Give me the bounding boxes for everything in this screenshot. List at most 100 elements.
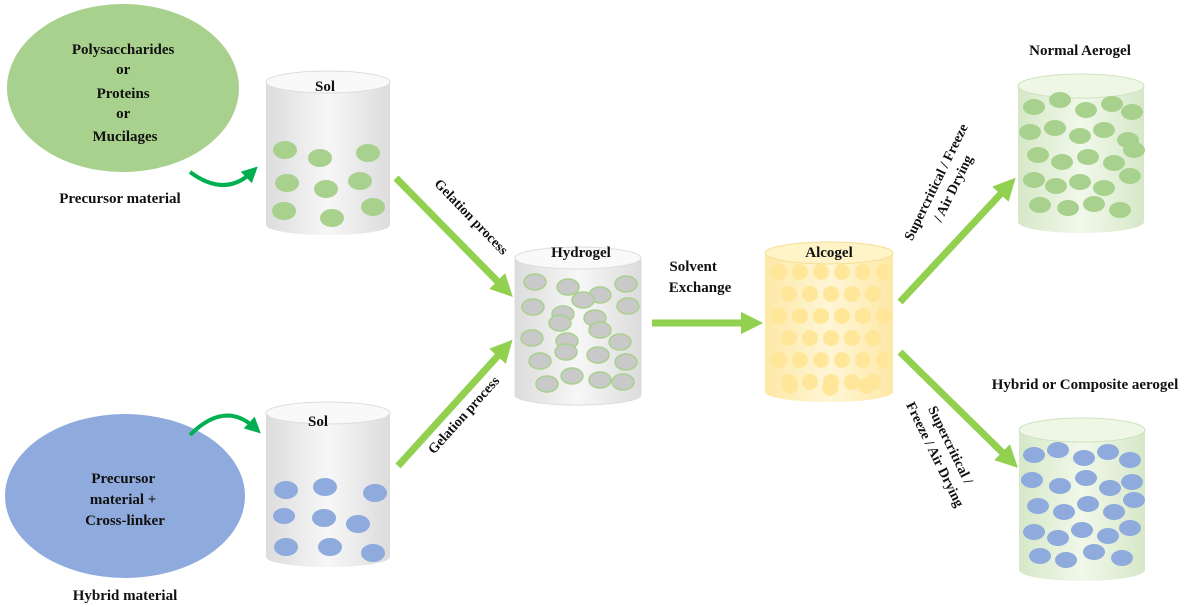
alcogel-particle bbox=[858, 378, 874, 394]
aerogel-particle bbox=[1069, 174, 1091, 190]
sol-particle bbox=[313, 478, 337, 496]
hybrid-aerogel-label: Hybrid or Composite aerogel bbox=[992, 377, 1179, 393]
hydrogel-particle bbox=[554, 343, 578, 361]
sol-particle bbox=[314, 180, 338, 198]
alcogel-particle bbox=[865, 330, 881, 346]
aerogel-particle bbox=[1093, 122, 1115, 138]
gelation-label-bottom: Gelation process bbox=[426, 373, 504, 457]
solvent-exchange-label: Solvent bbox=[669, 259, 717, 275]
alcogel-particle bbox=[823, 286, 839, 302]
sol-particle bbox=[348, 172, 372, 190]
aerogel-particle bbox=[1023, 99, 1045, 115]
sol-particle bbox=[273, 141, 297, 159]
svg-text:Precursor material +: Precursor material + Cross-linker bbox=[85, 471, 165, 529]
hydrogel-particle bbox=[520, 329, 544, 347]
sol-bottom-cylinder: Sol bbox=[265, 401, 391, 567]
gelation-label-top: Gelation process bbox=[431, 177, 511, 259]
alcogel-particle bbox=[876, 264, 892, 280]
sol-particle bbox=[361, 544, 385, 562]
hybrid-caption: Hybrid material bbox=[73, 588, 178, 604]
alcogel-particle bbox=[876, 308, 892, 324]
hybrid-line: material + bbox=[90, 492, 156, 508]
alcogel-particle bbox=[844, 374, 860, 390]
sol-particle bbox=[272, 202, 296, 220]
aerogel-particle bbox=[1103, 155, 1125, 171]
sol-particle bbox=[274, 538, 298, 556]
alcogel-particle bbox=[792, 352, 808, 368]
aerogel-particle bbox=[1097, 444, 1119, 460]
precursor-line: Polysaccharides bbox=[72, 42, 175, 58]
aerogel-particle bbox=[1049, 92, 1071, 108]
aerogel-particle bbox=[1077, 496, 1099, 512]
hydrogel-particle bbox=[523, 273, 547, 291]
aerogel-particle bbox=[1111, 550, 1133, 566]
precursor-line: Mucilages bbox=[93, 129, 158, 145]
gelation-arrow-bottom bbox=[395, 339, 513, 469]
sol-particle bbox=[363, 484, 387, 502]
aerogel-particle bbox=[1119, 520, 1141, 536]
aerogel-particle bbox=[1093, 180, 1115, 196]
aerogel-particle bbox=[1021, 472, 1043, 488]
aerogel-particle bbox=[1029, 197, 1051, 213]
precursor-line: Proteins bbox=[97, 86, 150, 102]
normal-aerogel-label: Normal Aerogel bbox=[1029, 43, 1131, 59]
hydrogel-particle bbox=[548, 314, 572, 332]
aerogel-particle bbox=[1075, 102, 1097, 118]
aerogel-particle bbox=[1119, 168, 1141, 184]
sol-particle bbox=[312, 509, 336, 527]
aerogel-particle bbox=[1119, 452, 1141, 468]
alcogel-particle bbox=[792, 264, 808, 280]
aerogel-particle bbox=[1083, 544, 1105, 560]
aerogel-particle bbox=[1051, 154, 1073, 170]
curved-arrow-icon bbox=[188, 166, 258, 187]
gelation-arrow-top bbox=[393, 175, 513, 297]
hydrogel-cylinder: Hydrogel bbox=[514, 245, 642, 406]
hydrogel-particle bbox=[614, 275, 638, 293]
svg-text:Polysaccharides or: Polysaccharides or Proteins or Mucilages bbox=[72, 42, 178, 145]
aerogel-particle bbox=[1083, 196, 1105, 212]
hybrid-line: Cross-linker bbox=[85, 513, 165, 529]
hydrogel-particle bbox=[588, 371, 612, 389]
drying-arrow-bottom bbox=[897, 349, 1018, 468]
alcogel-label: Alcogel bbox=[805, 245, 852, 261]
alcogel-particle bbox=[792, 308, 808, 324]
alcogel-particle bbox=[834, 308, 850, 324]
alcogel-particle bbox=[781, 330, 797, 346]
aerogel-particle bbox=[1027, 147, 1049, 163]
curved-arrow-icon bbox=[188, 413, 261, 437]
alcogel-particle bbox=[865, 286, 881, 302]
sol-particle bbox=[273, 508, 295, 524]
hydrogel-particle bbox=[588, 321, 612, 339]
svg-text:Supercritical / Freeze / A: Supercritical / Freeze / Air Drying bbox=[902, 392, 982, 510]
aerogel-particle bbox=[1097, 528, 1119, 544]
aerogel-particle bbox=[1121, 104, 1143, 120]
aerogel-particle bbox=[1045, 178, 1067, 194]
alcogel-particle bbox=[844, 330, 860, 346]
aerogel-particle bbox=[1047, 442, 1069, 458]
hydrogel-particle bbox=[571, 291, 595, 309]
alcogel-particle bbox=[781, 286, 797, 302]
aerogel-particle bbox=[1023, 447, 1045, 463]
aerogel-particle bbox=[1027, 498, 1049, 514]
aerogel-particle bbox=[1057, 200, 1079, 216]
alcogel-particle bbox=[844, 286, 860, 302]
aerogel-particle bbox=[1069, 128, 1091, 144]
alcogel-particle bbox=[813, 308, 829, 324]
precursor-line: or bbox=[116, 106, 131, 122]
aerogel-particle bbox=[1019, 124, 1041, 140]
aerogel-particle bbox=[1049, 478, 1071, 494]
sol-bottom-label: Sol bbox=[308, 414, 328, 430]
aerogel-particle bbox=[1073, 450, 1095, 466]
alcogel-particle bbox=[802, 374, 818, 390]
alcogel-particle bbox=[855, 308, 871, 324]
sol-particle bbox=[275, 174, 299, 192]
svg-text:Supercritical / Freeze / A: Supercritical / Freeze / Air Drying bbox=[902, 119, 989, 251]
svg-text:Solvent Exchange: Solvent Exchange bbox=[669, 259, 732, 296]
aerogel-particle bbox=[1103, 504, 1125, 520]
aerogel-particle bbox=[1109, 202, 1131, 218]
hydrogel-particle bbox=[521, 298, 545, 316]
hydrogel-particle bbox=[556, 278, 580, 296]
hybrid-aerogel-cylinder bbox=[1018, 417, 1146, 581]
aerogel-particle bbox=[1055, 552, 1077, 568]
